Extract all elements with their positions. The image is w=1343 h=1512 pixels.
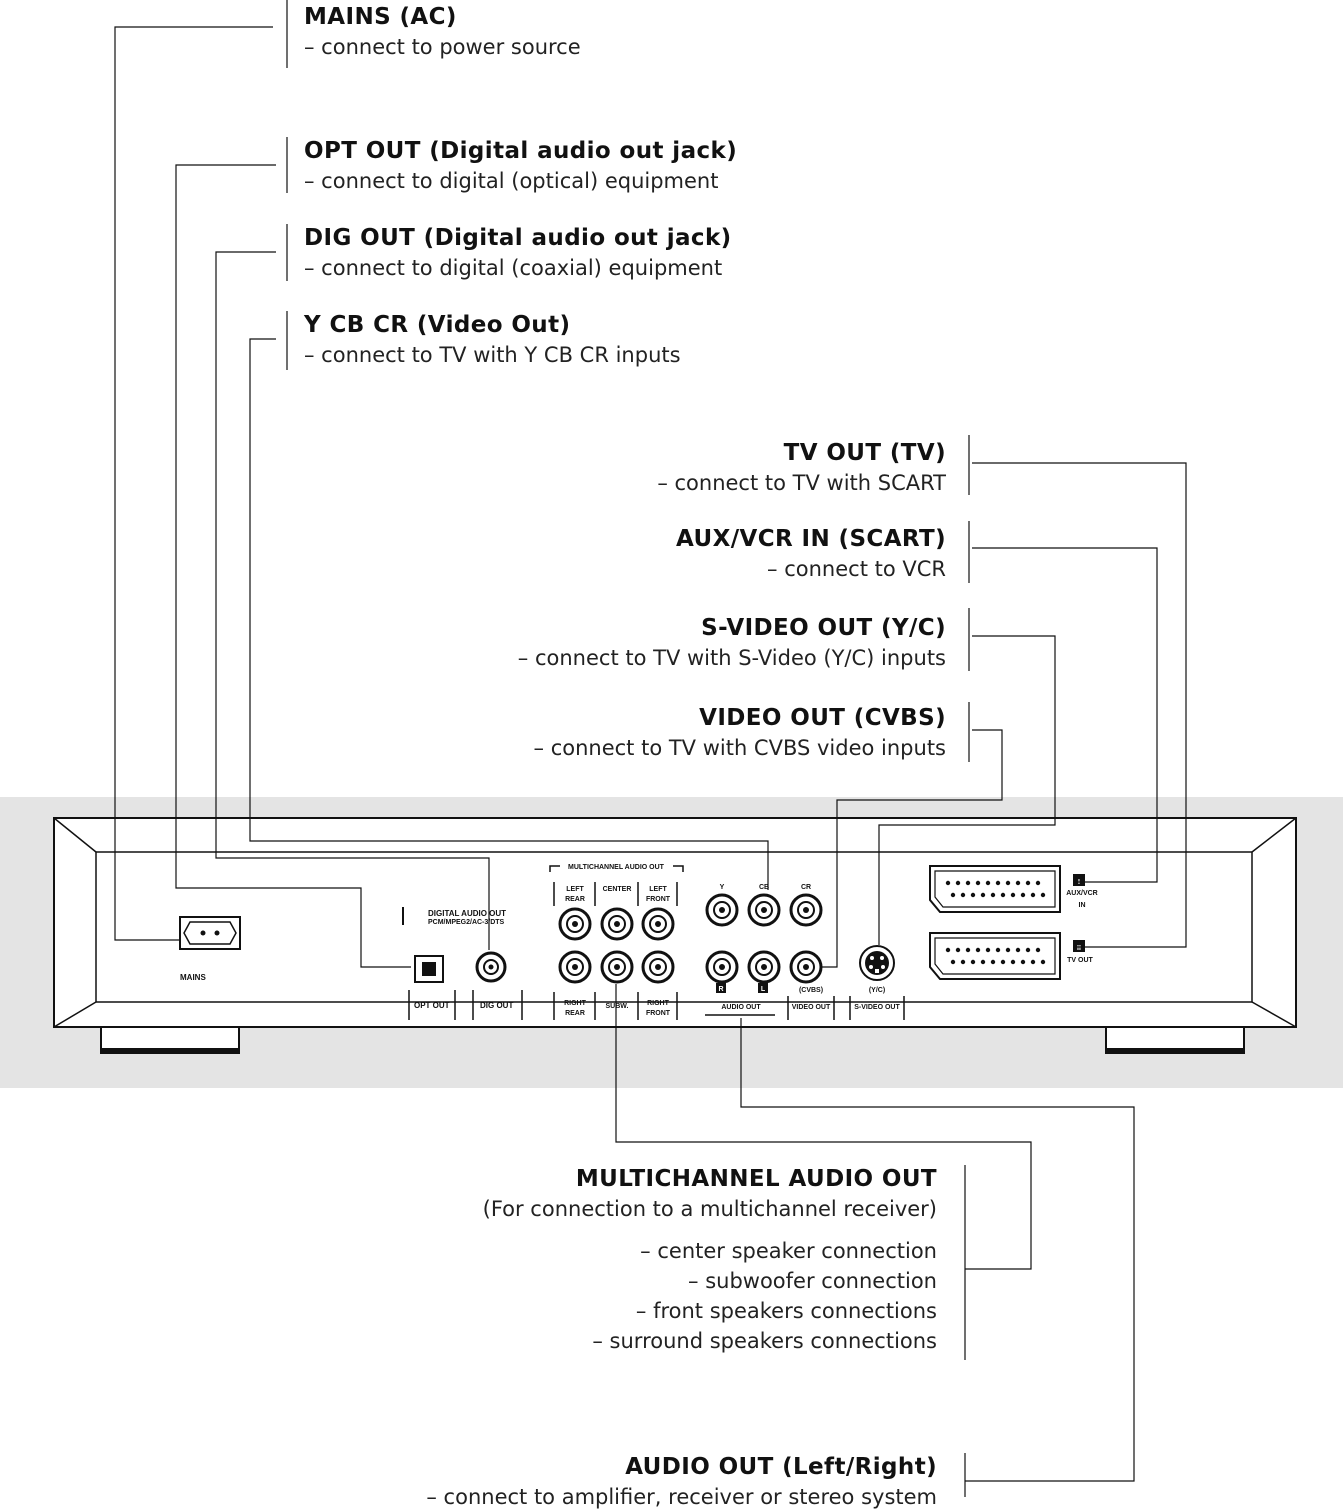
mains-label: MAINS (AC) – connect to power source xyxy=(304,2,581,62)
leader-lines xyxy=(114,26,1187,1482)
video-out-label: VIDEO OUT (CVBS) – connect to TV with CV… xyxy=(534,703,946,763)
rca-jack xyxy=(747,950,781,984)
right-front-bottom: FRONT xyxy=(646,1010,671,1017)
tv-out-panel-label: TV OUT xyxy=(1067,957,1093,964)
opt-out-desc: – connect to digital (optical) equipment xyxy=(304,169,719,193)
mains-panel-label: MAINS xyxy=(180,973,206,982)
left-front-top: LEFT xyxy=(649,886,667,893)
rca-jack xyxy=(600,907,634,941)
mains-desc: – connect to power source xyxy=(304,35,581,59)
svideo-out-panel-label: S-VIDEO OUT xyxy=(854,1004,900,1011)
multichannel-item: – surround speakers connections xyxy=(592,1329,937,1353)
multichannel-desc: (For connection to a multichannel receiv… xyxy=(482,1197,937,1221)
subw-label: SUBW. xyxy=(606,1003,629,1010)
audio-out-desc: – connect to amplifier, receiver or ster… xyxy=(426,1485,937,1509)
multichannel-item: – subwoofer connection xyxy=(688,1269,937,1293)
device-body xyxy=(53,817,1297,1028)
ycbcr-title: Y CB CR (Video Out) xyxy=(304,312,571,338)
rca-jack xyxy=(789,950,823,984)
audio-out-title: AUDIO OUT (Left/Right) xyxy=(625,1454,937,1480)
scart-connector xyxy=(929,865,1061,913)
video-out-desc: – connect to TV with CVBS video inputs xyxy=(533,736,946,760)
audio-out-panel-label: AUDIO OUT xyxy=(721,1004,761,1011)
r-badge xyxy=(716,983,726,993)
opt-out-title: OPT OUT (Digital audio out jack) xyxy=(304,138,738,164)
center-label: CENTER xyxy=(603,886,632,893)
cvbs-label: (CVBS) xyxy=(799,987,823,994)
aux-vcr-title: AUX/VCR IN (SCART) xyxy=(676,526,946,552)
rca-jack xyxy=(641,907,675,941)
label-bars xyxy=(286,0,970,1497)
left-rear-top: LEFT xyxy=(566,886,584,893)
rca-jack xyxy=(747,893,781,927)
scart-connector xyxy=(929,932,1061,980)
ycbcr-label: Y CB CR (Video Out) – connect to TV with… xyxy=(304,310,681,370)
digital-audio-out-section: DIGITAL AUDIO OUT PCM/MPEG2/AC-3/DTS OPT… xyxy=(402,907,523,1020)
digital-formats-label: PCM/MPEG2/AC-3/DTS xyxy=(428,919,505,926)
right-rear-bottom: REAR xyxy=(565,1010,585,1017)
mains-title: MAINS (AC) xyxy=(304,4,457,30)
rca-jack xyxy=(705,893,739,927)
l-label: L xyxy=(761,986,766,993)
scart2-badge xyxy=(1073,940,1085,952)
cr-label: CR xyxy=(801,884,811,891)
l-badge xyxy=(758,983,768,993)
left-rear-bottom: REAR xyxy=(565,896,585,903)
video-out-title: VIDEO OUT (CVBS) xyxy=(699,705,946,731)
yc-label: (Y/C) xyxy=(869,987,885,994)
multichannel-label: MULTICHANNEL AUDIO OUT (For connection t… xyxy=(483,1164,937,1356)
multichannel-section: MULTICHANNEL AUDIO OUT LEFT REAR CENTER … xyxy=(549,864,684,1020)
aux-vcr-label: AUX/VCR IN (SCART) – connect to VCR xyxy=(676,524,946,584)
rca-jack xyxy=(558,907,592,941)
opt-out-panel-label: OPT OUT xyxy=(414,1001,450,1010)
multichannel-item: – front speakers connections xyxy=(635,1299,937,1323)
digital-audio-out-label: DIGITAL AUDIO OUT xyxy=(428,909,506,918)
rca-jack xyxy=(558,950,592,984)
in-panel-label: IN xyxy=(1079,902,1086,909)
right-front-top: RIGHT xyxy=(647,1000,670,1007)
tv-out-label: TV OUT (TV) – connect to TV with SCART xyxy=(657,438,946,498)
multichannel-panel-label: MULTICHANNEL AUDIO OUT xyxy=(568,864,665,871)
ycbcr-desc: – connect to TV with Y CB CR inputs xyxy=(304,343,681,367)
scart-connectors xyxy=(929,865,1061,980)
dig-out-title: DIG OUT (Digital audio out jack) xyxy=(304,225,732,251)
rca-jack xyxy=(600,950,634,984)
multichannel-item: – center speaker connection xyxy=(640,1239,937,1263)
rca-jack xyxy=(705,950,739,984)
scart2-roman: II xyxy=(1077,945,1081,952)
svideo-title: S-VIDEO OUT (Y/C) xyxy=(701,615,946,641)
y-label: Y xyxy=(720,884,725,891)
rca-jacks xyxy=(558,893,823,984)
svideo-jack xyxy=(859,945,895,981)
tv-out-desc: – connect to TV with SCART xyxy=(657,471,946,495)
aux-vcr-panel-label: AUX/VCR xyxy=(1066,890,1098,897)
aux-vcr-desc: – connect to VCR xyxy=(767,557,946,581)
svideo-label: S-VIDEO OUT (Y/C) – connect to TV with S… xyxy=(518,613,946,673)
mains-socket: MAINS xyxy=(179,916,241,982)
rca-jack xyxy=(789,893,823,927)
r-label: R xyxy=(718,986,723,993)
scart1-badge xyxy=(1073,874,1085,886)
left-front-bottom: FRONT xyxy=(646,896,671,903)
dig-out-label: DIG OUT (Digital audio out jack) – conne… xyxy=(304,223,732,283)
dig-out-panel-label: DIG OUT xyxy=(480,1001,513,1010)
rca-jack xyxy=(641,950,675,984)
dig-out-desc: – connect to digital (coaxial) equipment xyxy=(304,256,723,280)
video-out-panel-label: VIDEO OUT xyxy=(792,1004,831,1011)
svideo-desc: – connect to TV with S-Video (Y/C) input… xyxy=(517,646,946,670)
tv-out-title: TV OUT (TV) xyxy=(783,440,946,466)
cb-label: CB xyxy=(759,884,769,891)
multichannel-title: MULTICHANNEL AUDIO OUT xyxy=(575,1166,937,1192)
opt-out-label: OPT OUT (Digital audio out jack) – conne… xyxy=(304,136,737,196)
audio-out-label: AUDIO OUT (Left/Right) – connect to ampl… xyxy=(426,1452,937,1512)
right-rear-top: RIGHT xyxy=(564,1000,587,1007)
